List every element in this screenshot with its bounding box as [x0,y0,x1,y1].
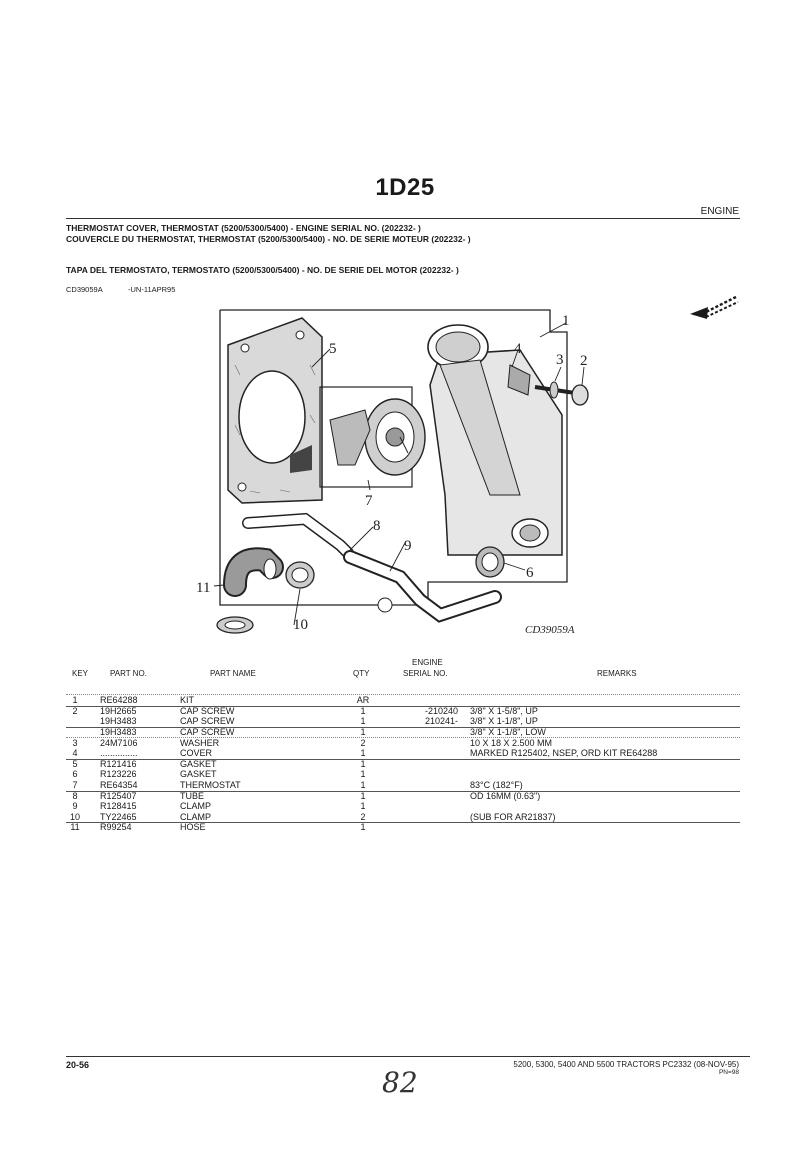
title-english: THERMOSTAT COVER, THERMOSTAT (5200/5300/… [66,223,421,233]
gasket-6-drawing [475,546,505,578]
callout-11: 11 [196,580,210,596]
callout-4: 4 [514,341,522,357]
diagram-caption: CD39059A [525,624,575,636]
thermostat-cover-drawing [427,324,563,556]
header-remarks: REMARKS [597,669,637,678]
exploded-parts-diagram: 1 2 3 4 5 6 7 8 9 10 11 CD39059A [196,309,589,636]
cap-screw-2-drawing [534,384,589,406]
footer-pn: PN=98 [718,1069,739,1076]
row-separator [66,759,740,760]
page-title: 1D25 [375,174,435,201]
illustration-date: -UN-11APR95 [128,285,176,294]
handwritten-page-number: 82 [382,1066,418,1099]
callout-9: 9 [404,538,412,554]
illustration-ref: CD39059A [66,285,103,294]
header-serial-no: SERIAL NO. [403,669,448,678]
callout-1: 1 [562,313,570,329]
callout-3: 3 [556,352,564,368]
row-separator [66,822,740,823]
row-separator [66,727,740,728]
hose-11-drawing [223,547,284,597]
tube-8-drawing [242,512,354,559]
section-label: ENGINE [700,206,739,217]
callout-7: 7 [365,493,373,509]
header-rule [66,218,740,219]
row-separator [66,737,740,738]
header-qty: QTY [353,669,370,678]
callout-5: 5 [329,341,337,357]
row-separator [66,791,740,792]
callout-10: 10 [293,617,308,633]
header-engine: ENGINE [412,658,443,667]
callout-2: 2 [580,353,588,369]
row-separator [66,706,740,707]
handwritten-number-text: 82 [382,1066,418,1099]
footer-page-number: 20-56 [66,1060,90,1070]
washer-3-drawing [549,381,559,399]
footer-rule [66,1056,750,1057]
header-part-name: PART NAME [210,669,256,678]
title-french: COUVERCLE DU THERMOSTAT, THERMOSTAT (520… [66,234,471,244]
front-direction-arrow-icon [690,295,739,319]
table-header-rule [66,694,740,695]
clamp-9-drawing [343,550,502,623]
header-part-no: PART NO. [110,669,147,678]
gasket-5-drawing [227,317,323,504]
callout-8: 8 [373,518,381,534]
callout-6: 6 [526,565,534,581]
thermostat-7-drawing [319,386,426,488]
header-key: KEY [72,669,89,678]
clamp-10-drawing [216,561,315,634]
title-spanish: TAPA DEL TERMOSTATO, TERMOSTATO (5200/53… [66,265,459,275]
footer-models: 5200, 5300, 5400 AND 5500 TRACTORS PC233… [513,1060,739,1069]
